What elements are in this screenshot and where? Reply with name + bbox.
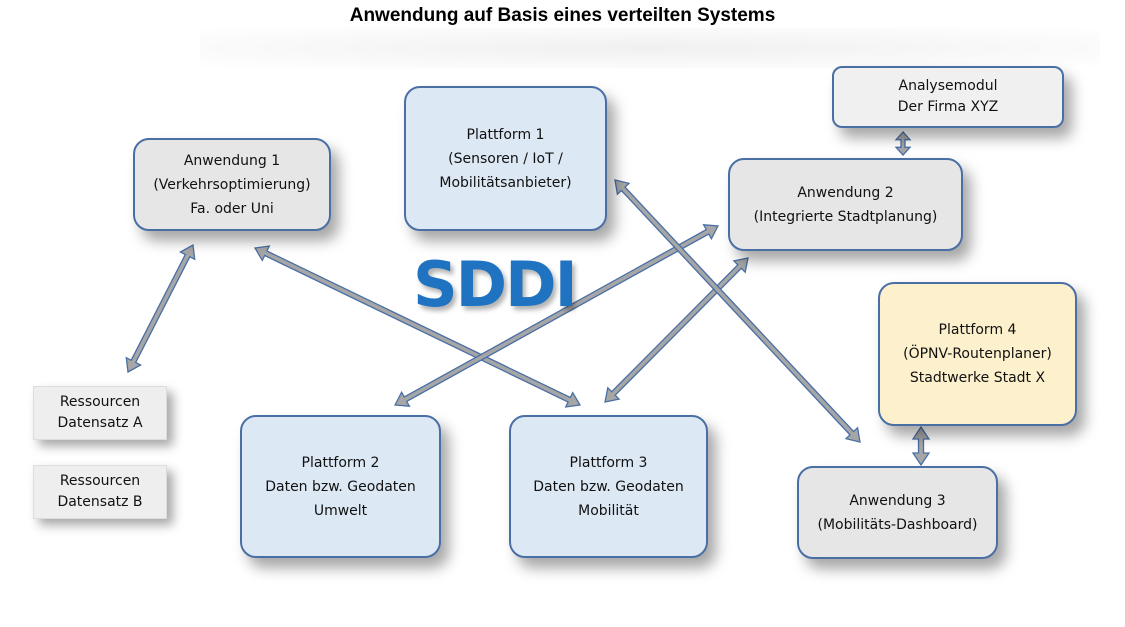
node-line: Daten bzw. Geodaten (533, 478, 684, 495)
diagram-title: Anwendung auf Basis eines verteilten Sys… (349, 5, 776, 26)
node-line: Anwendung 2 (797, 184, 894, 201)
arrow-analysemodul-anwendung2 (894, 131, 912, 156)
node-line: Stadtwerke Stadt X (909, 370, 1046, 386)
node-line: Plattform 3 (569, 454, 648, 471)
node-plattform-3[interactable]: Plattform 3 Daten bzw. Geodaten Mobilitä… (509, 415, 708, 558)
arrow-ressourcenA-anwendung1 (125, 243, 196, 374)
node-line: Daten bzw. Geodaten (265, 478, 416, 495)
node-line: Mobilität (578, 502, 639, 519)
node-line: Der Firma XYZ (897, 99, 999, 115)
arrow-plattform3-anwendung2 (604, 257, 749, 403)
node-line: (Verkehrsoptimierung) (153, 176, 311, 193)
node-ressourcen-b[interactable]: Ressourcen Datensatz B (33, 465, 167, 519)
node-plattform-4[interactable]: Plattform 4 (ÖPNV-Routenplaner) Stadtwer… (878, 282, 1077, 426)
node-line: Plattform 4 (938, 322, 1017, 338)
node-plattform-2[interactable]: Plattform 2 Daten bzw. Geodaten Umwelt (240, 415, 441, 558)
arrow-plattform1-anwendung3 (614, 179, 861, 443)
node-line: Anwendung 1 (183, 152, 281, 169)
node-line: Umwelt (313, 502, 368, 519)
background-shade (200, 28, 1100, 68)
node-ressourcen-a[interactable]: Ressourcen Datensatz A (33, 386, 167, 440)
node-line: Ressourcen (59, 473, 141, 489)
sddi-label: SDDI (413, 248, 578, 321)
arrow-plattform2-anwendung2 (393, 224, 720, 407)
node-line: Mobilitätsanbieter) (439, 174, 572, 191)
node-line: Plattform 2 (301, 454, 380, 471)
node-line: Plattform 1 (466, 126, 545, 143)
node-analysemodul[interactable]: Analysemodul Der Firma XYZ (832, 66, 1064, 128)
node-plattform-1[interactable]: Plattform 1 (Sensoren / IoT / Mobilitäts… (404, 86, 607, 231)
node-line: Datensatz B (57, 494, 143, 510)
node-anwendung-1[interactable]: Anwendung 1 (Verkehrsoptimierung) Fa. od… (133, 138, 331, 231)
node-line: Fa. oder Uni (190, 200, 274, 217)
arrow-plattform4-anwendung3 (911, 425, 931, 467)
node-anwendung-2[interactable]: Anwendung 2 (Integrierte Stadtplanung) (728, 158, 963, 251)
node-line: (Sensoren / IoT / (448, 150, 563, 167)
node-anwendung-3[interactable]: Anwendung 3 (Mobilitäts-Dashboard) (797, 466, 998, 559)
node-line: (Mobilitäts-Dashboard) (817, 516, 978, 533)
node-line: Ressourcen (59, 394, 141, 410)
node-line: (ÖPNV-Routenplaner) (903, 346, 1052, 362)
arrow-anwendung1-plattform3 (253, 245, 582, 408)
node-line: (Integrierte Stadtplanung) (753, 208, 938, 225)
node-line: Datensatz A (57, 415, 143, 431)
node-line: Analysemodul (898, 78, 998, 94)
node-line: Anwendung 3 (849, 492, 946, 509)
